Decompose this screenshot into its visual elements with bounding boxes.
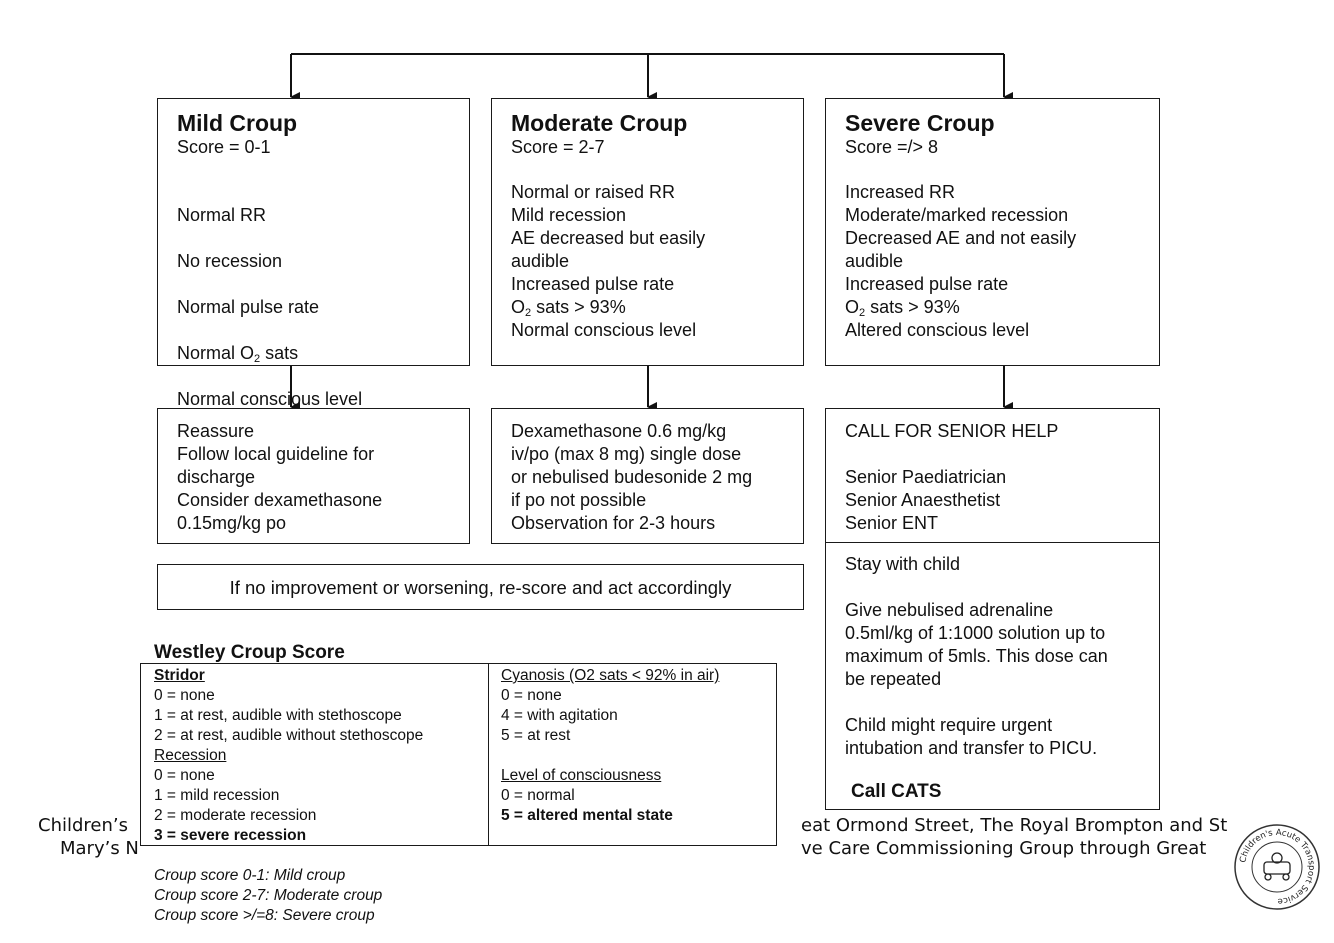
moderate-title: Moderate Croup [511,110,688,136]
westley-legend: Croup score 0-1: Mild croup Croup score … [154,866,382,926]
westley-col-right: Cyanosis (O2 sats < 92% in air) 0 = none… [501,666,719,826]
footer-left-1: Children’s [38,815,128,836]
conscious-item: 0 = normal [501,787,575,804]
moderate-sign-conscious: Normal conscious level [511,320,697,340]
moderate-signs: Normal or raised RR Mild recession AE de… [511,182,706,294]
severe-sign-conscious: Altered conscious level [845,320,1030,340]
cyanosis-item: 0 = none [501,687,562,704]
mild-sign: Normal RR [177,205,267,225]
recession-item: 0 = none [154,767,215,784]
conscious-heading: Level of consciousness [501,767,662,784]
westley-title: Westley Croup Score [154,642,345,663]
severe-croup-box: Severe Croup Score =/> 8 Increased RR Mo… [825,98,1160,366]
legend-line: Croup score 2-7: Moderate croup [154,887,383,904]
stridor-item: 0 = none [154,687,215,704]
recession-item: 1 = mild recession [154,787,280,804]
severe-care-text: Stay with child Give nebulised adrenalin… [845,554,1108,758]
stridor-item: 2 = at rest, audible without stethoscope [154,727,424,744]
mild-sign-o2: Normal O2 sats [177,343,299,365]
reassess-text: If no improvement or worsening, re-score… [229,576,732,598]
mild-sign: Normal pulse rate [177,297,320,317]
footer-right-1: eat Ormond Street, The Royal Brompton an… [801,815,1228,836]
severe-sign-o2: O2 sats > 93% [845,297,960,319]
moderate-action-box: Dexamethasone 0.6 mg/kg iv/po (max 8 mg)… [491,408,804,544]
mild-action-box: Reassure Follow local guideline for disc… [157,408,470,544]
mild-title: Mild Croup [177,110,298,136]
footer-right-2: ve Care Commissioning Group through Grea… [801,838,1207,859]
westley-col-left: Stridor 0 = none 1 = at rest, audible wi… [154,666,423,846]
recession-item: 2 = moderate recession [154,807,317,824]
severe-help-box: CALL FOR SENIOR HELP Senior Paediatricia… [825,408,1160,544]
recession-heading: Recession [154,747,227,764]
cyanosis-item: 5 = at rest [501,727,571,744]
moderate-croup-box: Moderate Croup Score = 2-7 Normal or rai… [491,98,804,366]
moderate-sign-o2: O2 sats > 93% [511,297,626,319]
cyanosis-heading: Cyanosis (O2 sats < 92% in air) [501,667,720,684]
severe-signs: Increased RR Moderate/marked recession D… [845,182,1077,294]
westley-divider [488,664,489,845]
westley-table: Stridor 0 = none 1 = at rest, audible wi… [140,663,777,846]
reassess-box: If no improvement or worsening, re-score… [157,564,804,610]
mild-sign: No recession [177,251,283,271]
mild-sign: Normal conscious level [177,389,363,409]
cyanosis-item: 4 = with agitation [501,707,618,724]
logo-ring-text: Children's Acute Transport Service [1238,828,1316,906]
logo-baby-icon [1263,852,1291,881]
legend-line: Croup score 0-1: Mild croup [154,867,346,884]
mild-croup-box: Mild Croup Score = 0-1 Normal RR No rece… [157,98,470,409]
severe-care-box: Stay with child Give nebulised adrenalin… [825,542,1160,810]
moderate-score: Score = 2-7 [511,137,605,157]
conscious-item-altered: 5 = altered mental state [501,807,673,824]
svg-text:Children's Acute Transport Ser: Children's Acute Transport Service [1238,828,1316,906]
severe-score: Score =/> 8 [845,137,939,157]
cats-logo: Children's Acute Transport Service [1234,824,1320,910]
legend-line: Croup score >/=8: Severe croup [154,907,375,924]
recession-item-severe: 3 = severe recession [154,827,307,844]
stridor-item: 1 = at rest, audible with stethoscope [154,707,402,724]
mild-score: Score = 0-1 [177,137,271,157]
severe-title: Severe Croup [845,110,995,136]
stridor-heading: Stridor [154,667,205,684]
footer-left-2: Mary’s N [60,838,139,859]
call-cats: Call CATS [851,781,942,802]
